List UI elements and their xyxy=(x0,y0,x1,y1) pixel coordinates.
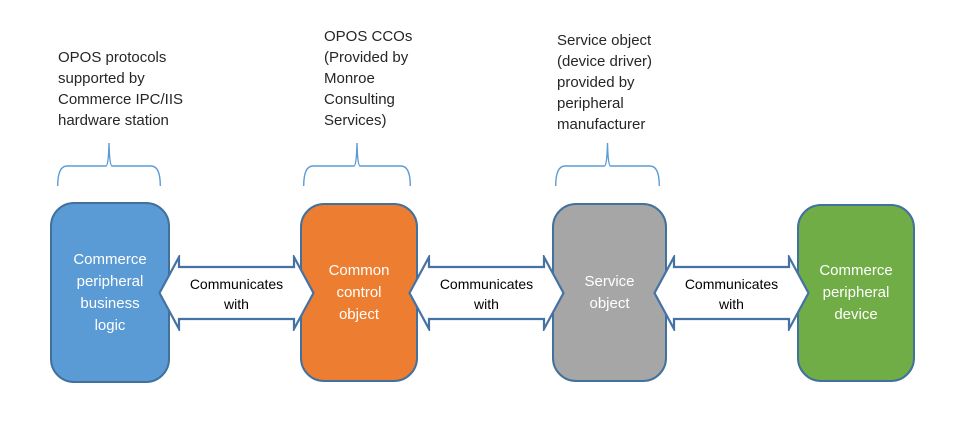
annotation-opos-ccos: OPOS CCOs (Provided by Monroe Consulting… xyxy=(324,28,413,129)
connector-label: Communicates with xyxy=(684,276,779,312)
double-arrow-icon xyxy=(653,255,810,331)
box-common-control-object: Common control object xyxy=(300,203,418,382)
curly-brace-path xyxy=(555,142,660,187)
curly-brace-icon xyxy=(555,142,660,187)
double-arrow-icon xyxy=(158,255,315,331)
annotation-service-object: Service object (device driver) provided … xyxy=(557,32,653,133)
double-arrow-shape xyxy=(158,255,315,331)
curly-brace-path xyxy=(57,142,161,187)
connector-label: Communicates with xyxy=(439,276,534,312)
box-service-object: Service object xyxy=(552,203,667,382)
curly-brace-path xyxy=(303,142,411,187)
double-arrow-icon xyxy=(408,255,565,331)
connector-label: Communicates with xyxy=(189,276,284,312)
annotation-opos-protocols: OPOS protocols supported by Commerce IPC… xyxy=(58,49,184,129)
double-arrow-shape xyxy=(408,255,565,331)
curly-brace-icon xyxy=(303,142,411,187)
curly-brace-icon xyxy=(57,142,161,187)
double-arrow-shape xyxy=(653,255,810,331)
box-commerce-peripheral-business-logic: Commerce peripheral business logic xyxy=(50,202,170,383)
box-commerce-peripheral-device: Commerce peripheral device xyxy=(797,204,915,382)
